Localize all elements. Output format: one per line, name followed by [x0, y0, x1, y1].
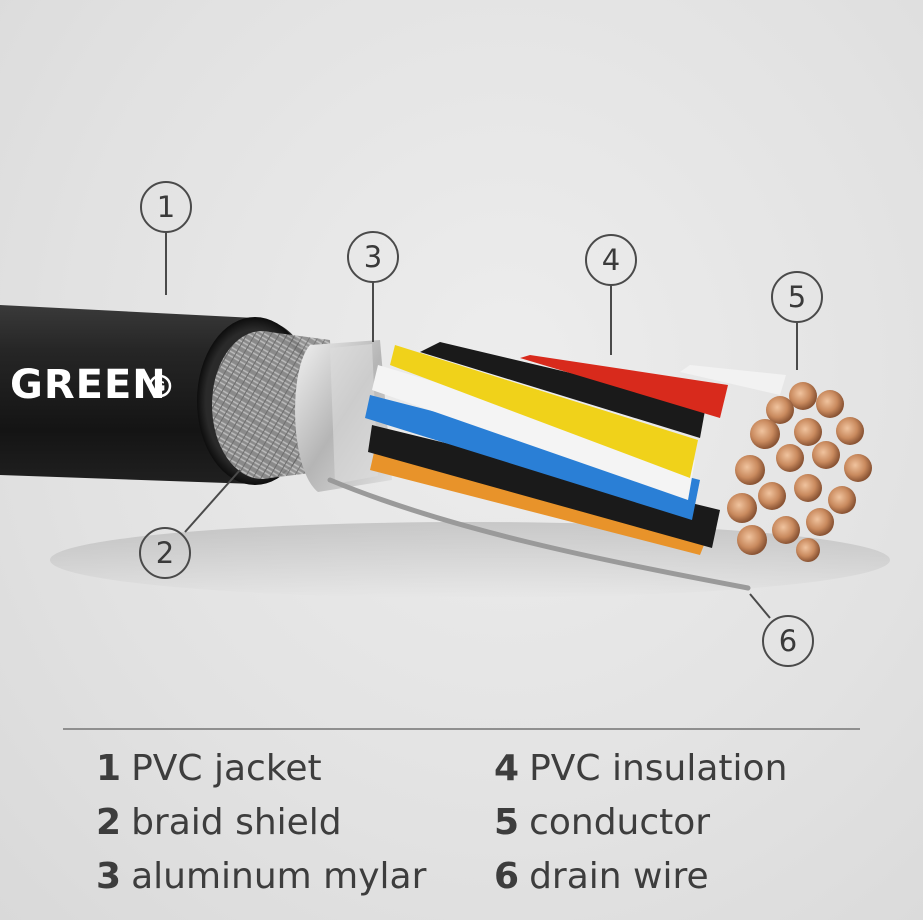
- callout-label-6: 6: [779, 624, 797, 658]
- legend-num: 3: [96, 856, 122, 897]
- callout-label-2: 2: [156, 536, 174, 570]
- callout-label-3: 3: [364, 240, 382, 274]
- cable-illustration: GREEN G 1 2 3 4 5 6: [0, 181, 890, 667]
- legend-text: braid shield: [131, 802, 342, 843]
- callout-label-4: 4: [602, 243, 620, 277]
- legend-num: 1: [96, 748, 122, 789]
- leader-line-6: [749, 593, 771, 619]
- callout-circle-2: [139, 527, 191, 579]
- callout-circle-4: [585, 234, 637, 286]
- legend-text: PVC insulation: [529, 748, 788, 789]
- callout-label-1: 1: [157, 190, 175, 224]
- aluminum-mylar: [295, 340, 392, 492]
- brand-logo: GREEN G: [10, 362, 172, 408]
- legend-text: conductor: [529, 802, 711, 843]
- callout-label-5: 5: [788, 280, 806, 314]
- legend-text: drain wire: [529, 856, 709, 897]
- svg-text:G: G: [155, 380, 166, 395]
- copper-conductors: [727, 382, 872, 562]
- svg-text:GREEN: GREEN: [10, 362, 167, 408]
- legend-num: 5: [494, 802, 520, 843]
- legend-text: aluminum mylar: [131, 856, 427, 897]
- legend-num: 4: [494, 748, 520, 789]
- legend-num: 2: [96, 802, 122, 843]
- legend-num: 6: [494, 856, 520, 897]
- callout-circle-3: [347, 231, 399, 283]
- drain-wire: [327, 477, 751, 591]
- callout-circle-6: [762, 615, 814, 667]
- callout-circle-5: [771, 271, 823, 323]
- leader-line-2: [184, 469, 241, 533]
- callout-circle-1: [140, 181, 192, 233]
- legend-text: PVC jacket: [131, 748, 322, 789]
- legend-divider: [63, 728, 860, 730]
- pvc-insulation-wires: [365, 342, 786, 555]
